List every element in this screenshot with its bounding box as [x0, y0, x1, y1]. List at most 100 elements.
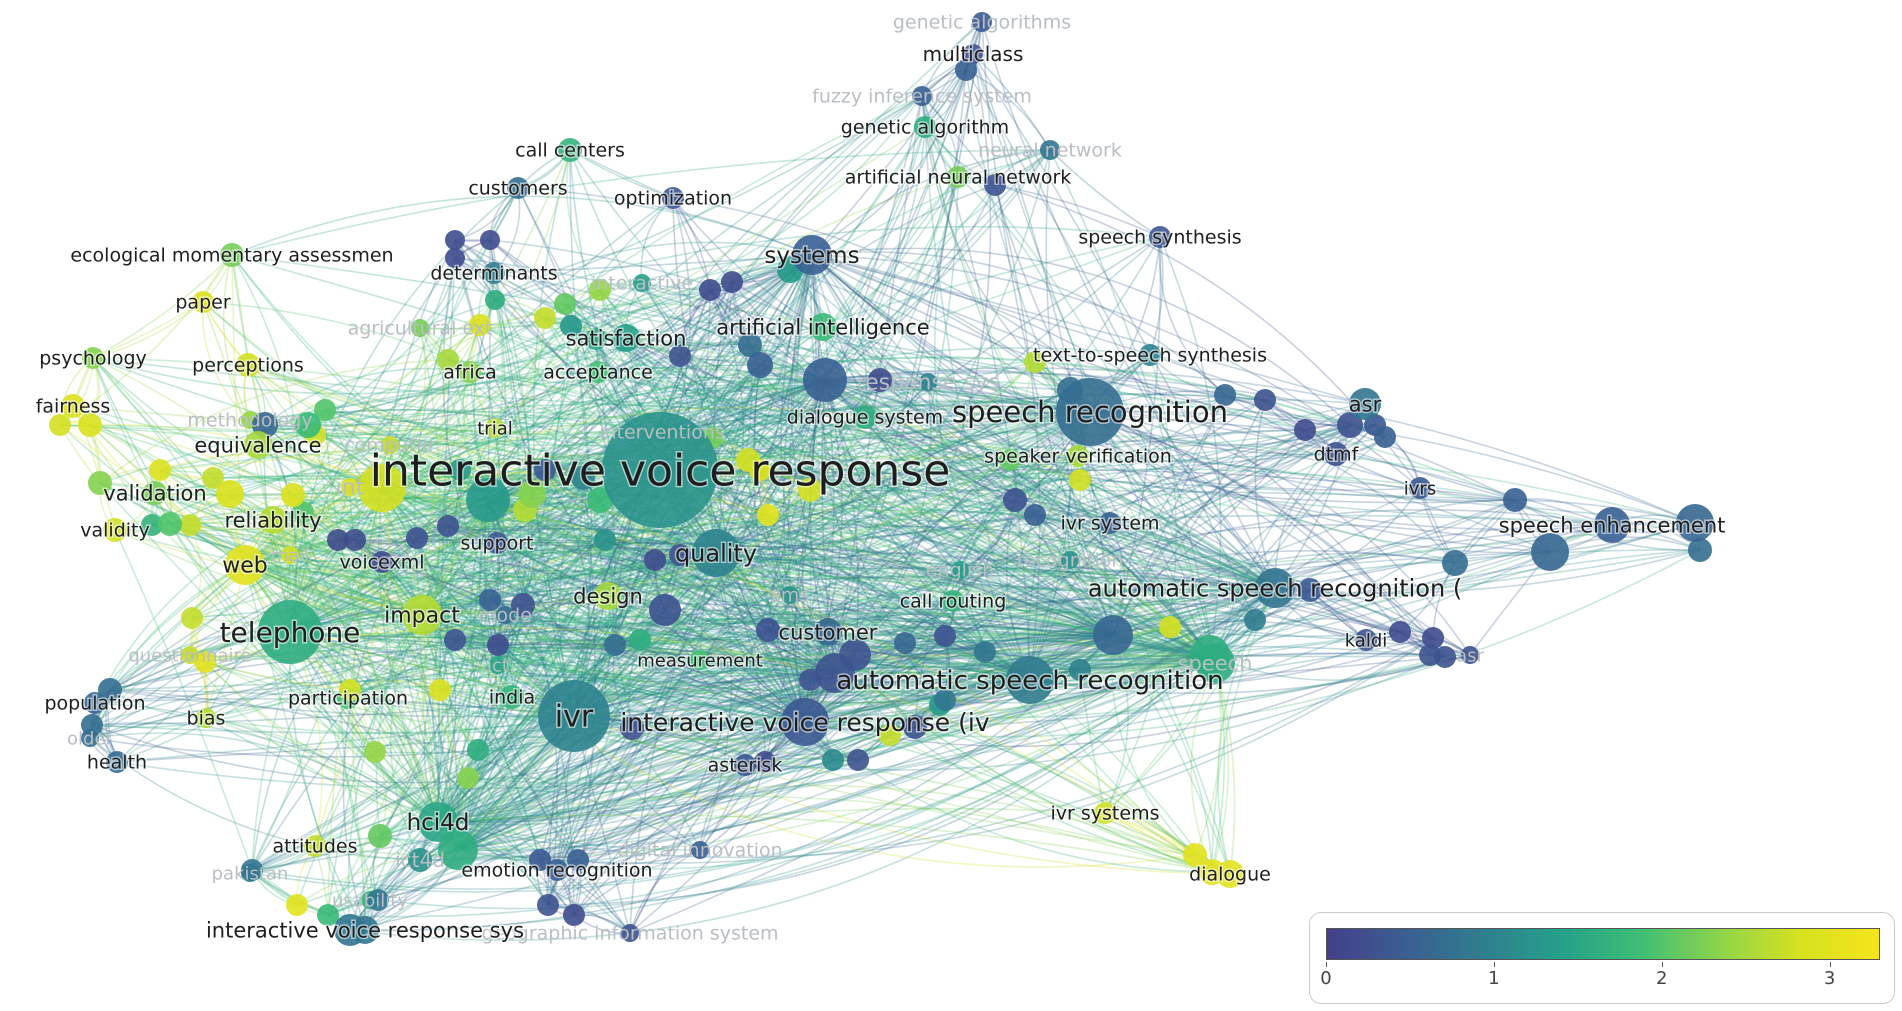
node-node-4[interactable]: [699, 279, 721, 301]
node-node-22[interactable]: [1374, 426, 1396, 448]
node-node-27[interactable]: [1442, 550, 1468, 576]
label-geographic-information-system[interactable]: geographic information system: [481, 923, 778, 945]
node-trial[interactable]: [485, 418, 505, 438]
node-hci4d[interactable]: [418, 802, 458, 842]
node-node-82[interactable]: [78, 413, 102, 437]
node-node-86[interactable]: [149, 459, 171, 481]
node-node-52[interactable]: [822, 749, 844, 771]
node-computer[interactable]: [381, 436, 399, 454]
label-dialogue[interactable]: dialogue: [1188, 862, 1273, 887]
label-validation[interactable]: validation: [102, 480, 208, 507]
node-node-93[interactable]: [429, 679, 451, 701]
node-node-107[interactable]: [487, 634, 509, 656]
node-quality[interactable]: [692, 529, 740, 577]
node-node-111[interactable]: [644, 549, 666, 571]
node-dialogue-system[interactable]: [853, 405, 877, 429]
node-node-15[interactable]: [1024, 504, 1046, 526]
node-node-68[interactable]: [466, 478, 510, 522]
label-population[interactable]: population: [43, 691, 147, 716]
label-recognition-faint[interactable]: recognition: [1017, 550, 1124, 572]
label-older[interactable]: older: [67, 728, 114, 749]
node-systems[interactable]: [792, 235, 832, 275]
node-node-76[interactable]: [216, 480, 244, 508]
node-node-75[interactable]: [158, 512, 182, 536]
node-call-routing[interactable]: [942, 590, 964, 612]
label-ivr-system[interactable]: ivr system: [1059, 511, 1161, 536]
node-node-70[interactable]: [327, 529, 349, 551]
label-methodology[interactable]: methodology: [187, 410, 312, 432]
label-automatic-speech-recognition-paren[interactable]: automatic speech recognition (: [1086, 573, 1463, 604]
node-automatic-speech-recognition-paren[interactable]: [1255, 568, 1295, 608]
label-ivr[interactable]: ivr: [553, 698, 595, 736]
node-node-55[interactable]: [594, 529, 616, 551]
label-genetic-algorithm[interactable]: genetic algorithm: [839, 115, 1010, 140]
node-satisfaction[interactable]: [612, 324, 640, 352]
node-node-8[interactable]: [747, 352, 773, 378]
node-node-7[interactable]: [738, 333, 762, 357]
node-node-54[interactable]: [756, 618, 780, 642]
node-node-40[interactable]: [815, 653, 855, 693]
node-node-89[interactable]: [98, 678, 122, 702]
node-health[interactable]: [106, 751, 128, 773]
node-dialogue[interactable]: [1216, 860, 1244, 888]
node-node-121[interactable]: [585, 328, 607, 350]
node-voicexml[interactable]: [371, 551, 393, 573]
node-node-109[interactable]: [444, 629, 466, 651]
node-fairness[interactable]: [61, 394, 85, 418]
node-speech-synthesis[interactable]: [1149, 226, 1171, 248]
node-interactive-voice-response[interactable]: [602, 412, 718, 528]
node-node-34[interactable]: [1093, 615, 1133, 655]
node-interactive-voice-response-iv[interactable]: [781, 698, 829, 746]
label-customers[interactable]: customers: [467, 176, 569, 201]
node-node-0[interactable]: [445, 230, 465, 250]
node-node-100[interactable]: [317, 904, 339, 926]
label-measurement[interactable]: measurement: [636, 649, 765, 673]
node-ict[interactable]: [489, 656, 507, 674]
node-node-3[interactable]: [485, 290, 505, 310]
node-ict4d[interactable]: [408, 848, 432, 872]
node-ivr-system[interactable]: [1099, 512, 1121, 534]
node-sms[interactable]: [781, 586, 799, 604]
node-asr[interactable]: [1349, 388, 1381, 420]
node-node-29[interactable]: [1244, 609, 1266, 631]
label-sms[interactable]: sms: [771, 585, 809, 607]
node-node-2[interactable]: [445, 248, 465, 268]
node-node-53[interactable]: [847, 749, 869, 771]
label-support[interactable]: support: [459, 531, 535, 556]
node-fuzzy-inference-system[interactable]: [912, 86, 932, 106]
label-speaker-verification[interactable]: speaker verification: [983, 444, 1174, 469]
node-node-105[interactable]: [537, 894, 559, 916]
label-reliability[interactable]: reliability: [223, 507, 323, 534]
node-agricultural-ext[interactable]: [411, 319, 429, 337]
label-ict4d[interactable]: ict4d: [395, 848, 445, 872]
node-node-95[interactable]: [457, 767, 479, 789]
label-impact[interactable]: impact: [383, 602, 462, 630]
node-support[interactable]: [486, 532, 508, 554]
node-node-71[interactable]: [344, 529, 366, 551]
node-impact[interactable]: [402, 595, 442, 635]
node-neural-network[interactable]: [1040, 140, 1060, 160]
node-digital-innovation[interactable]: [691, 841, 709, 859]
node-node-120[interactable]: [560, 315, 582, 337]
node-node-62[interactable]: [534, 459, 556, 481]
node-node-1[interactable]: [480, 230, 500, 250]
node-optimization[interactable]: [662, 187, 684, 209]
label-telephone[interactable]: telephone: [218, 614, 362, 650]
label-dialogue-system[interactable]: dialogue system: [785, 405, 944, 430]
label-int-faint[interactable]: int: [336, 476, 365, 501]
label-ict[interactable]: ict: [487, 655, 509, 676]
node-node-99[interactable]: [286, 894, 308, 916]
node-node-47[interactable]: [649, 594, 681, 626]
node-node-85[interactable]: [141, 514, 163, 536]
node-web[interactable]: [225, 545, 265, 585]
label-fairness[interactable]: fairness: [34, 394, 112, 419]
label-bias[interactable]: bias: [185, 706, 227, 731]
label-speech-faint[interactable]: speech: [1178, 651, 1253, 675]
node-node-103[interactable]: [563, 904, 585, 926]
label-hci4d[interactable]: hci4d: [405, 809, 471, 838]
label-attitudes[interactable]: attitudes: [271, 834, 359, 859]
node-node-13[interactable]: [955, 59, 977, 81]
node-node-35[interactable]: [1159, 616, 1181, 638]
node-node-30[interactable]: [1389, 621, 1411, 643]
node-node-38[interactable]: [934, 625, 956, 647]
